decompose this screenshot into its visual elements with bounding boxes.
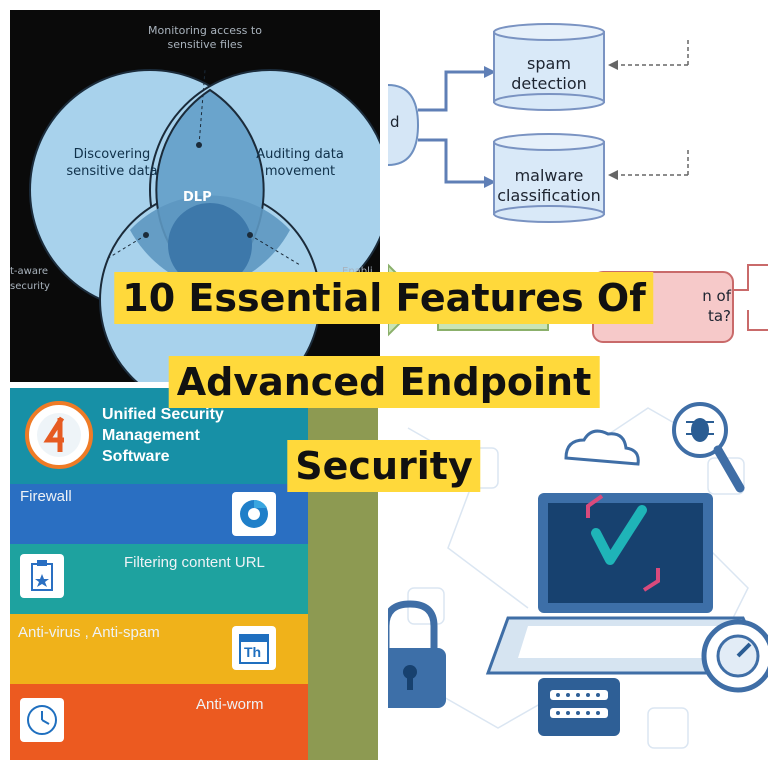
calendar-icon: Th [232, 626, 276, 670]
top-caption: Monitoring access to sensitive files [148, 24, 262, 51]
password-field-icon [538, 678, 620, 736]
usm-row-antivirus: Anti-virus , Anti-spam Th [10, 614, 308, 684]
checkmark-icon [586, 494, 660, 592]
spam-detection-label: spam detection [511, 54, 587, 93]
cylinder-malware [493, 133, 605, 223]
side-text-left: t-aware security [10, 266, 50, 292]
cloud-icon [564, 429, 640, 466]
venn-label-right: Auditing data movement [256, 147, 344, 179]
usm-header-title: Unified Security Management Software [102, 406, 224, 465]
venn-center-label: DLP [183, 190, 212, 205]
firewall-label: Firewall [20, 488, 72, 505]
filtering-label: Filtering content URL [124, 554, 265, 571]
malware-classification-label: malware classification [497, 166, 601, 205]
title-line-2: Advanced Endpoint [168, 356, 600, 408]
bug-magnifier-icon [672, 402, 745, 493]
usm-logo-icon [25, 401, 93, 469]
partial-left-text: d [390, 113, 400, 131]
chrome-like-icon [232, 492, 276, 536]
antivirus-label: Anti-virus , Anti-spam [18, 624, 160, 641]
security-illustration [388, 402, 768, 749]
usm-row-antiworm: Anti-worm [10, 684, 308, 760]
cylinder-spam [493, 23, 605, 111]
usm-row-filtering: Filtering content URL [10, 544, 308, 614]
laptop-icon [485, 493, 768, 675]
security-illustration-panel [388, 388, 768, 768]
partial-right-text: n of ta? [702, 287, 731, 325]
title-line-3: Security [287, 440, 481, 492]
antiworm-label: Anti-worm [196, 696, 264, 713]
usm-row-firewall: Firewall [10, 484, 308, 544]
vault-dial-icon [701, 619, 768, 693]
title-line-1: 10 Essential Features Of [114, 272, 654, 324]
dlp-venn-panel: Monitoring access to sensitive files Dis… [10, 10, 380, 382]
side-text-right: Enabli [342, 264, 373, 279]
clock-icon [20, 698, 64, 742]
venn-diagram [29, 69, 380, 382]
padlock-icon [388, 600, 446, 708]
calendar-text: Th [244, 644, 262, 660]
clipboard-icon [20, 554, 64, 598]
venn-label-left: Discovering sensitive data [66, 147, 158, 179]
